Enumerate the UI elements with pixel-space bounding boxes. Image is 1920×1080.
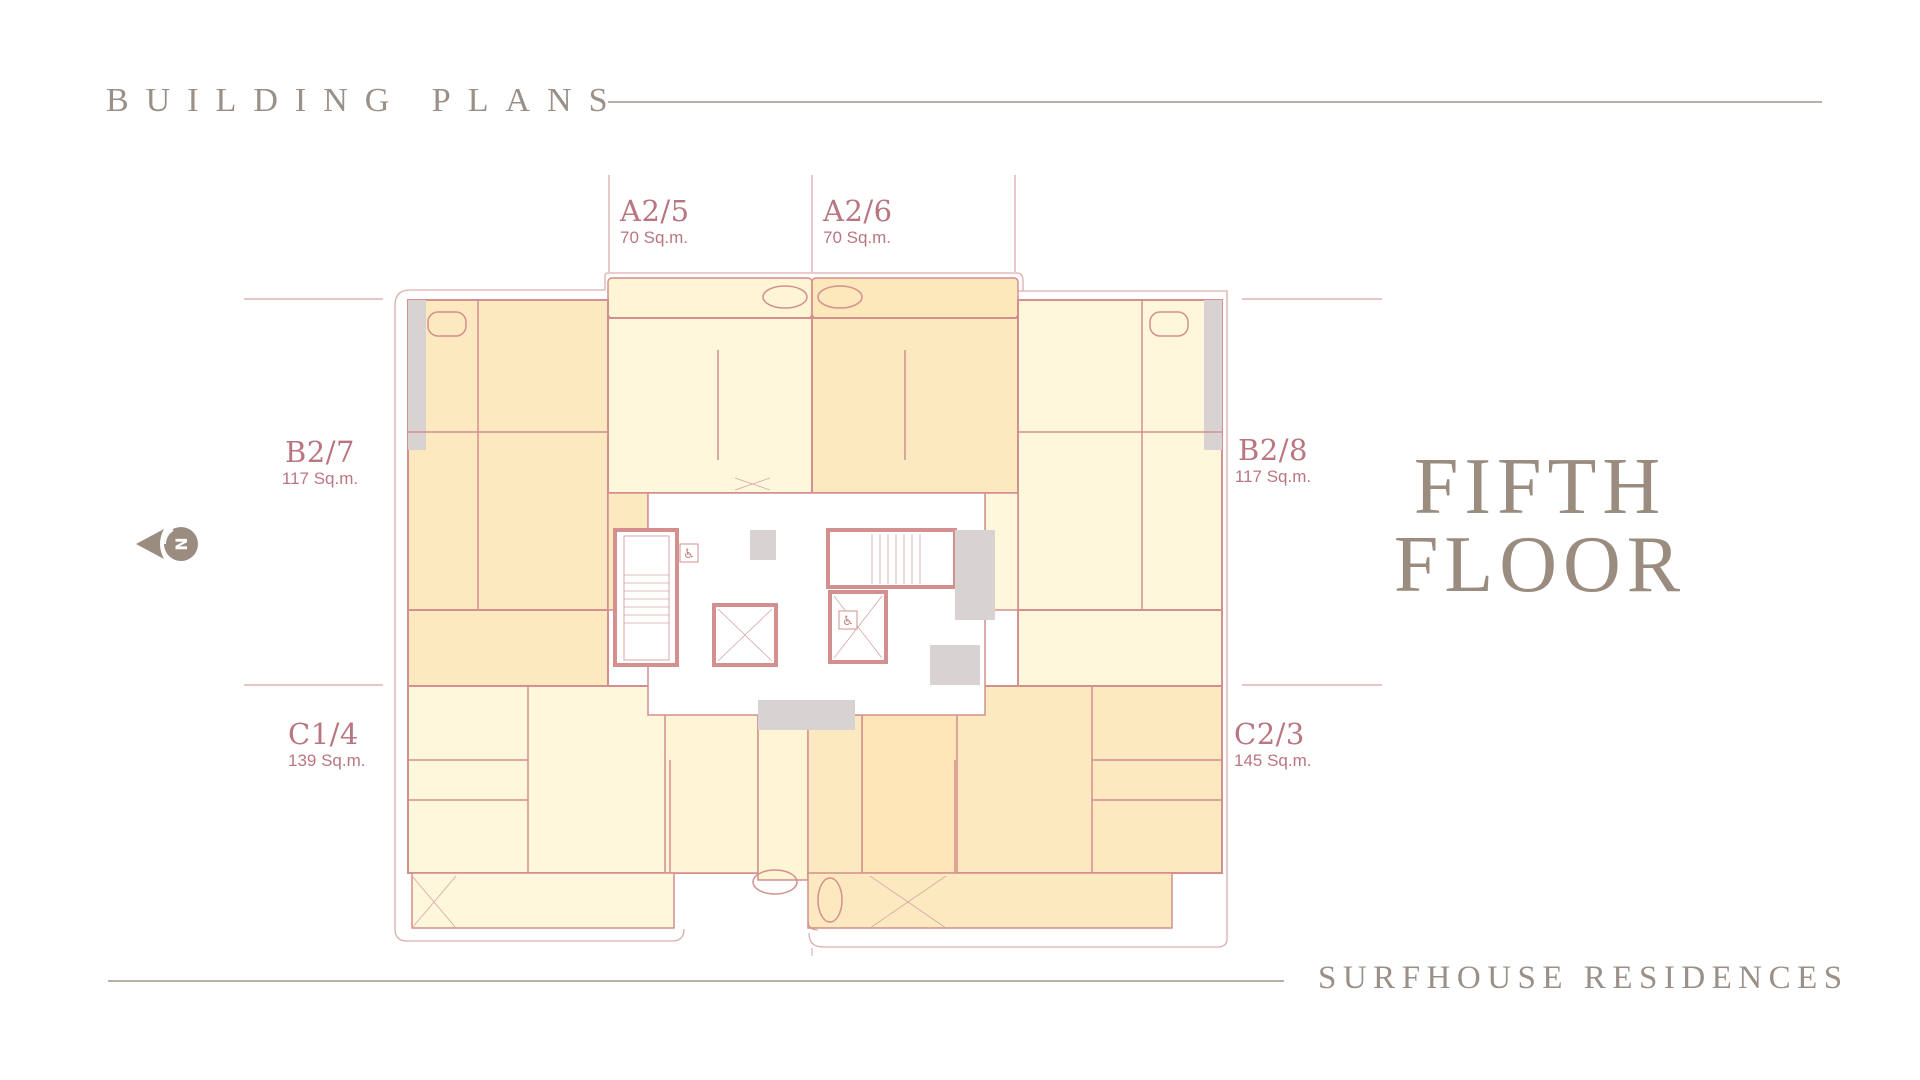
unit-label-b2-8[interactable]: B2/8 117 Sq.m. xyxy=(1232,434,1314,488)
unit-code: C2/3 xyxy=(1234,717,1305,751)
unit-area: 117 Sq.m. xyxy=(281,469,359,488)
unit-c2-3[interactable] xyxy=(807,685,1223,931)
unit-area: 70 Sq.m. xyxy=(823,228,892,247)
unit-label-b2-7[interactable]: B2/7 117 Sq.m. xyxy=(279,436,361,490)
unit-code: B2/7 xyxy=(285,435,355,469)
page-title: BUILDING PLANS xyxy=(106,82,625,119)
unit-code: B2/8 xyxy=(1238,433,1308,467)
unit-c1-4[interactable] xyxy=(407,685,809,929)
unit-label-c1-4[interactable]: C1/4 139 Sq.m. xyxy=(288,718,366,772)
north-arrow-icon: N xyxy=(134,525,200,563)
unit-b2-7[interactable] xyxy=(407,299,649,687)
building-core: ♿ ♿ xyxy=(613,492,995,730)
unit-a2-6[interactable] xyxy=(811,277,1019,494)
unit-label-a2-5[interactable]: A2/5 70 Sq.m. xyxy=(620,195,690,249)
floor-title-line2: FLOOR xyxy=(1393,521,1687,609)
svg-text:♿: ♿ xyxy=(842,614,854,629)
footer-divider xyxy=(108,980,1284,982)
header-divider xyxy=(608,101,1822,103)
unit-label-a2-6[interactable]: A2/6 70 Sq.m. xyxy=(823,195,893,249)
unit-area: 117 Sq.m. xyxy=(1234,467,1312,486)
unit-a2-5[interactable] xyxy=(607,277,813,494)
unit-b2-8[interactable] xyxy=(984,299,1223,687)
svg-text:♿: ♿ xyxy=(683,547,695,562)
brand-name: SURFHOUSE RESIDENCES xyxy=(1318,960,1849,996)
unit-code: A2/5 xyxy=(620,194,690,228)
unit-label-c2-3[interactable]: C2/3 145 Sq.m. xyxy=(1234,718,1312,772)
svg-text:N: N xyxy=(172,537,191,550)
floor-title: FIFTH FLOOR xyxy=(1390,443,1690,609)
floor-title-line1: FIFTH xyxy=(1413,443,1667,531)
unit-area: 139 Sq.m. xyxy=(288,751,366,770)
unit-area: 145 Sq.m. xyxy=(1234,751,1312,770)
unit-code: C1/4 xyxy=(288,717,359,751)
unit-code: A2/6 xyxy=(823,194,893,228)
unit-area: 70 Sq.m. xyxy=(620,228,689,247)
